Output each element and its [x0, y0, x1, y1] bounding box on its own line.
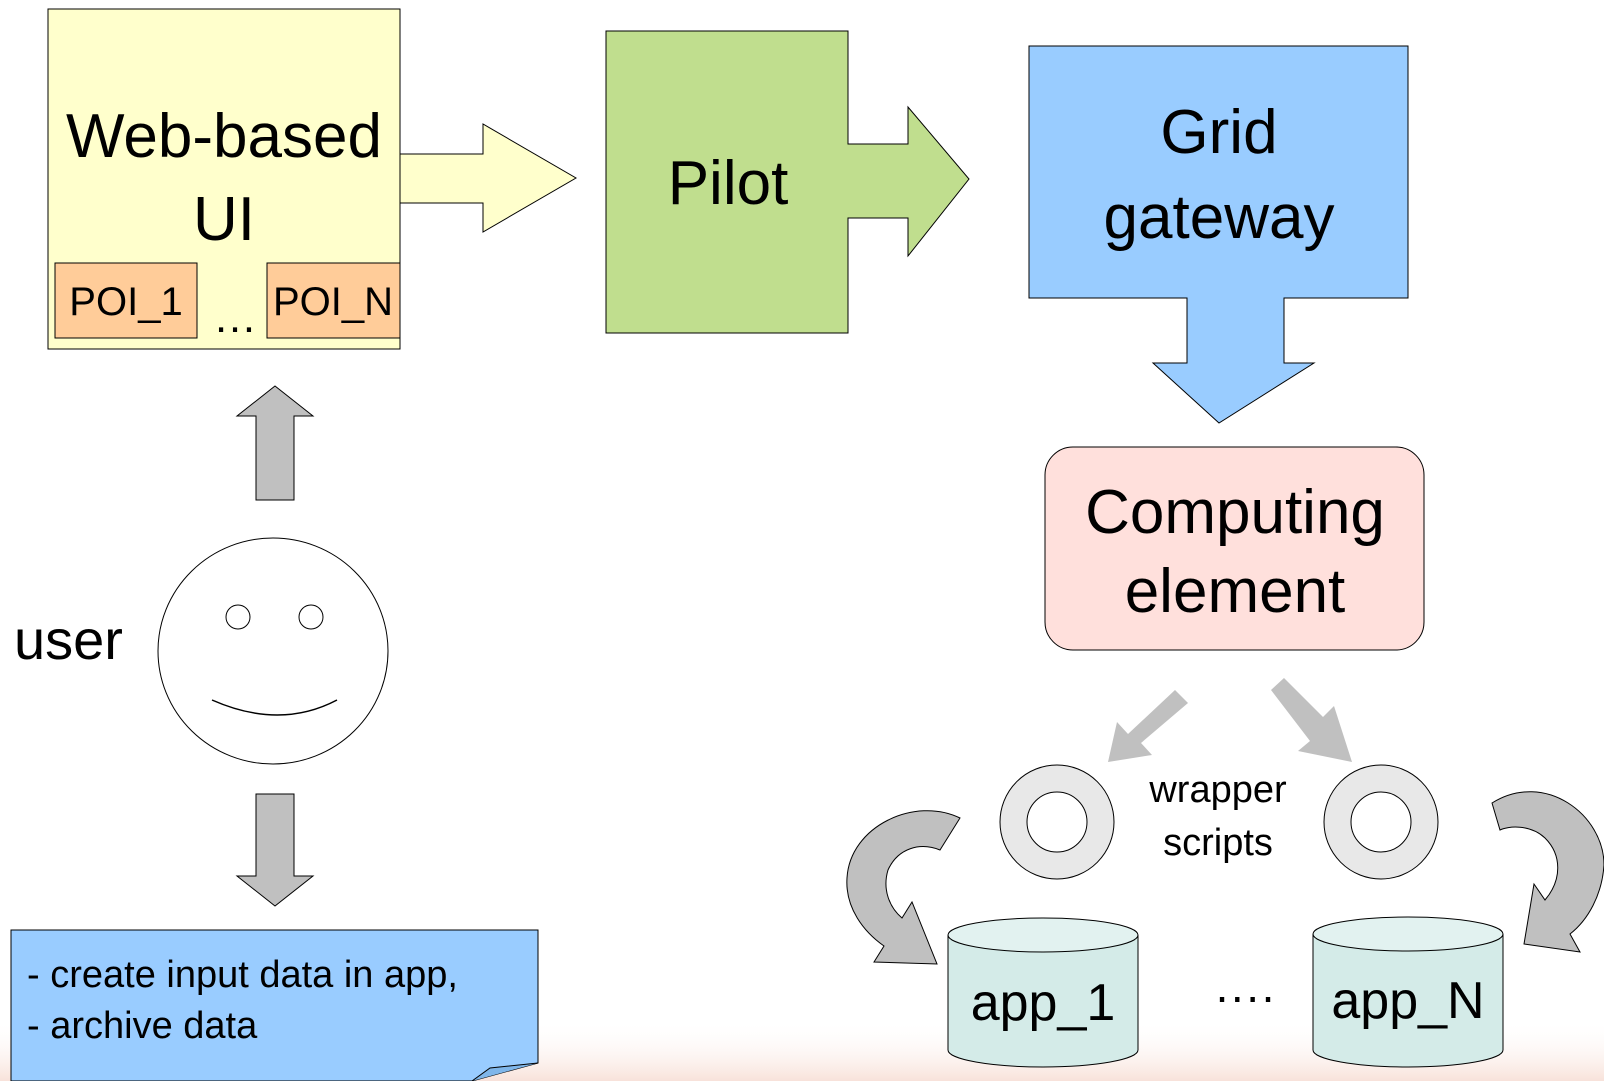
- user-smile-icon: [211, 699, 338, 716]
- poi-first-box: POI_1: [54, 262, 198, 339]
- apps-ellipsis: ····: [1214, 970, 1275, 1022]
- wrapper-ring-left-icon: [999, 764, 1115, 880]
- arrow-user-to-note: [235, 793, 315, 907]
- arrow-ce-to-wrapper-left: [1108, 690, 1188, 762]
- wrapper-ring-right-icon: [1323, 764, 1439, 880]
- note-line2: - archive data: [27, 1005, 258, 1047]
- user-smiley-icon: [157, 537, 389, 765]
- user-eye-right-icon: [298, 604, 324, 630]
- user-label: user: [14, 608, 123, 671]
- computing-element-label-line2: element: [1125, 557, 1346, 626]
- grid-gateway-label-line1: Grid: [1160, 98, 1277, 167]
- arrow-ce-to-wrapper-right: [1271, 678, 1352, 762]
- arrow-user-to-webui: [235, 385, 315, 501]
- pilot-box: Pilot: [605, 30, 970, 334]
- poi-last-box: POI_N: [266, 262, 401, 339]
- cycle-arrow-left-icon: [846, 810, 961, 965]
- grid-gateway-label-line2: gateway: [1104, 183, 1335, 252]
- poi-last-label: POI_N: [273, 280, 393, 324]
- computing-element-label-line1: Computing: [1085, 478, 1385, 547]
- web-ui-title-line1: Web-based: [66, 102, 382, 171]
- wrapper-label-line1: wrapper: [1148, 769, 1287, 811]
- app-first-database-icon: app_1: [947, 917, 1139, 1068]
- web-ui-box: Web-based UI POI_1 … POI_N: [47, 8, 401, 350]
- app-first-label: app_1: [971, 974, 1116, 1032]
- computing-element-box: Computing element: [1044, 446, 1425, 651]
- note-line1: - create input data in app,: [27, 954, 458, 996]
- pilot-label: Pilot: [668, 149, 789, 218]
- cycle-arrow-right-icon: [1491, 791, 1604, 953]
- poi-ellipsis: …: [213, 293, 257, 342]
- poi-first-label: POI_1: [69, 280, 182, 324]
- wrapper-label-line2: scripts: [1163, 822, 1273, 864]
- arrow-webui-to-pilot: [397, 123, 577, 233]
- grid-gateway-box: Grid gateway: [1028, 45, 1409, 424]
- note-box: - create input data in app, - archive da…: [10, 929, 539, 1081]
- user-eye-left-icon: [225, 604, 251, 630]
- app-last-label: app_N: [1331, 972, 1484, 1030]
- web-ui-title-line2: UI: [193, 185, 255, 254]
- app-last-database-icon: app_N: [1312, 916, 1504, 1068]
